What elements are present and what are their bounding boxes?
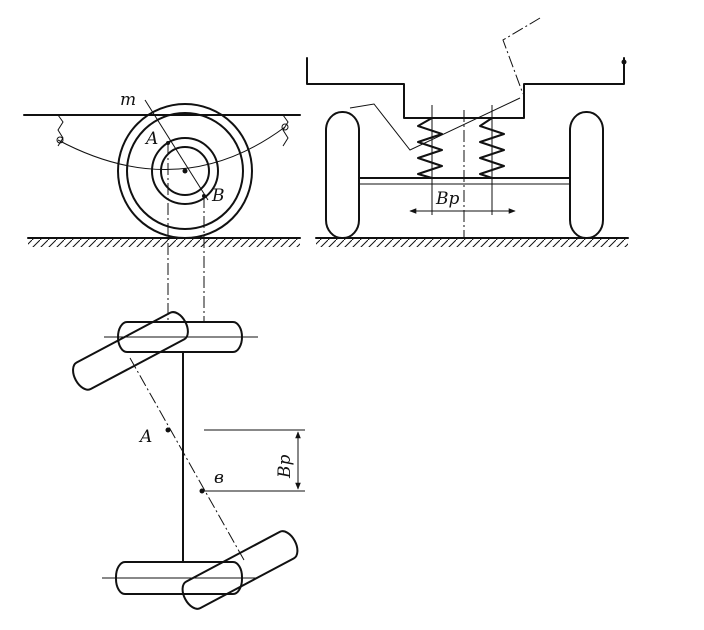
point-a-plan bbox=[165, 427, 171, 433]
plan-pivot-line bbox=[129, 357, 245, 561]
plan-view: A в Bp bbox=[72, 311, 305, 610]
label-a-plan: A bbox=[138, 427, 152, 447]
pivot-line-m bbox=[144, 99, 209, 201]
label-b-plan: в bbox=[214, 468, 224, 488]
ground-hatch-front bbox=[28, 239, 300, 247]
top-wheel-steered bbox=[72, 311, 189, 391]
left-hanger-pin bbox=[56, 136, 64, 144]
leaf-spring-arc bbox=[57, 126, 286, 171]
point-b-plan bbox=[199, 488, 205, 494]
label-bp-side: Bp bbox=[435, 189, 459, 209]
label-bp-plan: Bp bbox=[275, 455, 295, 479]
label-m: m bbox=[120, 90, 136, 110]
ground-hatch-side bbox=[316, 239, 628, 247]
roll-axis-leader bbox=[349, 97, 521, 151]
body-outline bbox=[306, 57, 625, 119]
left-spring-hanger bbox=[57, 114, 64, 147]
rear-view: Bp bbox=[306, 17, 629, 247]
right-hanger-pin bbox=[281, 123, 289, 131]
right-spring bbox=[479, 117, 505, 179]
projection-lines bbox=[167, 143, 205, 322]
tyre-inner bbox=[126, 112, 244, 230]
bottom-wheel-steered bbox=[181, 530, 299, 610]
right-spring-hanger bbox=[282, 114, 289, 147]
frame-extension bbox=[502, 17, 541, 95]
front-view: m A B bbox=[23, 90, 301, 247]
label-b-front: B bbox=[211, 186, 225, 206]
body-corner-dot bbox=[621, 59, 627, 65]
left-wheel-side bbox=[325, 111, 360, 239]
rim-outer bbox=[151, 137, 219, 205]
hub-center bbox=[182, 168, 188, 174]
label-a-front: A bbox=[144, 129, 158, 149]
rim-inner bbox=[160, 146, 210, 196]
right-wheel-side bbox=[569, 111, 604, 239]
left-spring bbox=[417, 117, 443, 179]
